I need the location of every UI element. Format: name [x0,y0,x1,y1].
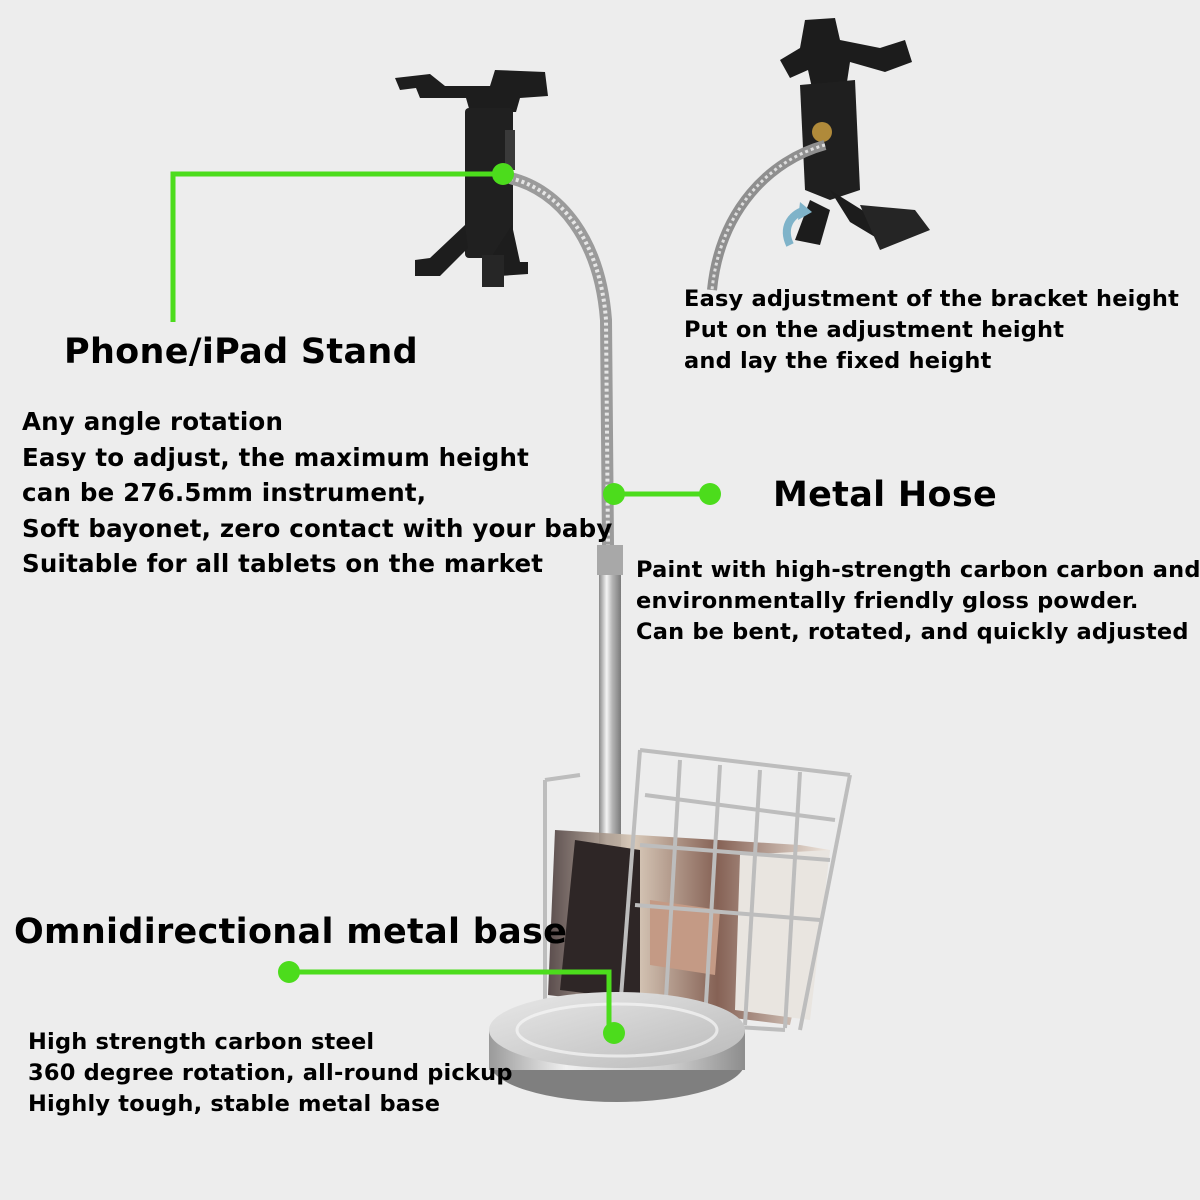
stand-feature-list: Any angle rotation Easy to adjust, the m… [22,404,613,582]
bracket-caption: Easy adjustment of the bracket height Pu… [684,284,1179,377]
bracket-detail-inset [707,18,930,291]
tablet-bracket [395,70,548,287]
pole-collar [597,545,623,575]
hose-title: Metal Hose [773,475,998,515]
stand-feature-3: can be 276.5mm instrument, [22,478,427,507]
stand-feature-5: Suitable for all tablets on the market [22,549,544,578]
hose-feature-1: Paint with high-strength carbon carbon a… [636,557,1200,583]
magazine-rack [543,748,852,1032]
callout-lines [170,163,721,1044]
round-metal-base [489,992,745,1102]
stand-feature-2: Easy to adjust, the maximum height [22,442,530,472]
base-feature-3: Highly tough, stable metal base [28,1091,441,1117]
base-feature-list: High strength carbon steel 360 degree ro… [28,1027,513,1120]
stand-feature-1: Any angle rotation [22,407,284,436]
hose-feature-2: environmentally friendly gloss powder. [636,588,1139,614]
bracket-caption-2: Put on the adjustment height [684,317,1065,343]
bracket-caption-3: and lay the fixed height [684,348,992,374]
bracket-caption-1: Easy adjustment of the bracket height [684,286,1180,312]
base-feature-1: High strength carbon steel [28,1029,375,1055]
hose-feature-list: Paint with high-strength carbon carbon a… [636,555,1200,648]
base-title: Omnidirectional metal base [14,912,568,952]
stand-title: Phone/iPad Stand [64,332,418,372]
stand-feature-4: Soft bayonet, zero contact with your bab… [22,513,613,543]
base-feature-2: 360 degree rotation, all-round pickup [28,1060,513,1086]
hose-feature-3: Can be bent, rotated, and quickly adjust… [636,619,1189,645]
metal-hose [508,172,614,546]
